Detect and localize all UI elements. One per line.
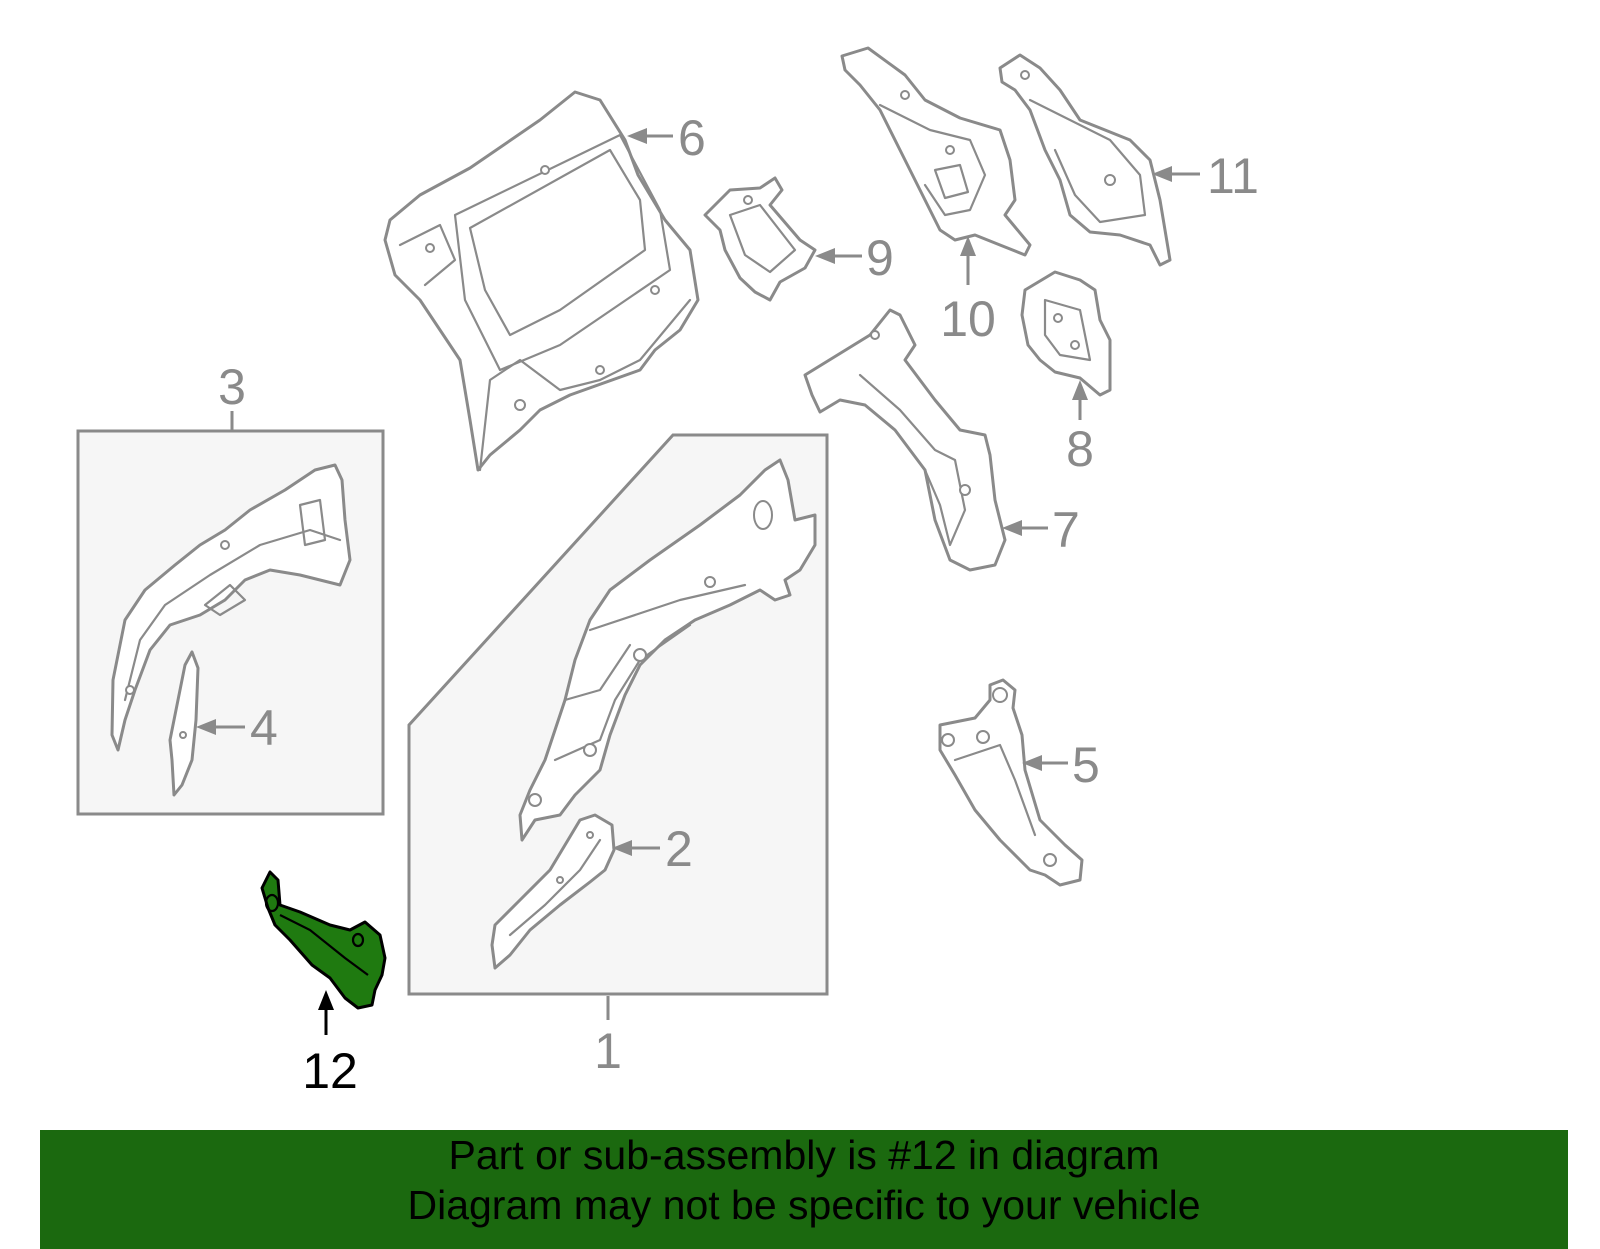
part-4-plate bbox=[168, 650, 200, 797]
callout-7: 7 bbox=[1002, 502, 1080, 558]
part-5-bracket bbox=[938, 678, 1084, 887]
svg-text:9: 9 bbox=[866, 230, 894, 286]
svg-text:4: 4 bbox=[250, 700, 278, 756]
banner-line-2: Diagram may not be specific to your vehi… bbox=[407, 1182, 1201, 1228]
part-11-upper-panel bbox=[998, 53, 1172, 267]
part-7-member bbox=[803, 308, 1007, 572]
part-6-quarter-inner-panel bbox=[383, 90, 700, 472]
part-1-quarter-inner bbox=[518, 458, 817, 842]
callout-6: 6 bbox=[627, 110, 706, 166]
callout-11: 11 bbox=[1152, 148, 1259, 204]
callout-4: 4 bbox=[196, 700, 278, 756]
callout-9: 9 bbox=[815, 230, 894, 286]
svg-text:5: 5 bbox=[1072, 737, 1100, 793]
part-9-bracket bbox=[703, 176, 817, 302]
callout-12: 12 bbox=[302, 990, 358, 1099]
svg-text:7: 7 bbox=[1052, 502, 1080, 558]
banner-line-1: Part or sub-assembly is #12 in diagram bbox=[448, 1132, 1160, 1178]
svg-text:2: 2 bbox=[665, 821, 693, 877]
callout-3: 3 bbox=[218, 359, 246, 431]
svg-text:3: 3 bbox=[218, 359, 246, 415]
svg-text:8: 8 bbox=[1066, 421, 1094, 477]
info-banner: Part or sub-assembly is #12 in diagram D… bbox=[40, 1130, 1568, 1249]
callout-1: 1 bbox=[594, 996, 622, 1079]
callout-2: 2 bbox=[612, 821, 693, 877]
svg-text:6: 6 bbox=[678, 110, 706, 166]
callout-10: 10 bbox=[940, 236, 996, 347]
svg-text:12: 12 bbox=[302, 1043, 358, 1099]
part-2-rail bbox=[490, 813, 616, 970]
svg-text:10: 10 bbox=[940, 291, 996, 347]
part-12-highlighted-bracket[interactable] bbox=[260, 870, 387, 1010]
svg-text:11: 11 bbox=[1207, 148, 1259, 204]
callout-5: 5 bbox=[1022, 737, 1100, 793]
part-8-bracket bbox=[1020, 270, 1112, 397]
svg-text:1: 1 bbox=[594, 1023, 622, 1079]
part-3-wheelhouse bbox=[110, 463, 352, 752]
callout-8: 8 bbox=[1066, 380, 1094, 477]
part-10-pillar-reinforcement bbox=[840, 46, 1032, 257]
